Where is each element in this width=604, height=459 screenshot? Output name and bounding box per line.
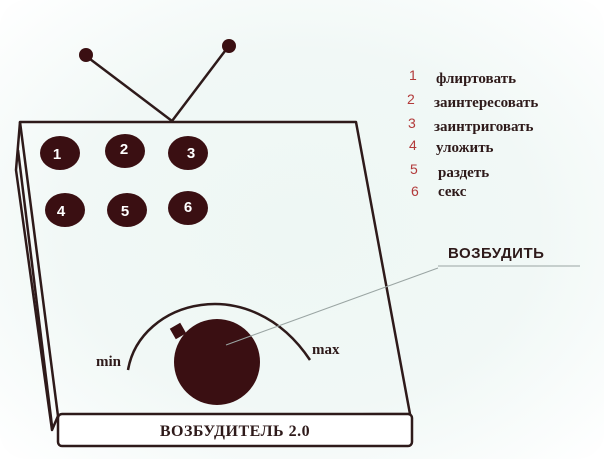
antenna-right bbox=[171, 46, 229, 122]
button-3[interactable]: 3 bbox=[168, 136, 208, 170]
menu-item-1-num: 1 bbox=[409, 67, 417, 83]
button-2-label: 2 bbox=[120, 141, 128, 158]
button-3-label: 3 bbox=[187, 145, 195, 162]
menu-item-3-num: 3 bbox=[408, 115, 416, 131]
menu-item-4-num: 4 bbox=[409, 137, 417, 153]
dial-min-label: min bbox=[96, 354, 122, 370]
button-5[interactable]: 5 bbox=[107, 193, 147, 227]
menu-item-1-label: флиртовать bbox=[436, 71, 516, 87]
button-5-label: 5 bbox=[121, 203, 129, 220]
menu-legend: 1 флиртовать 2 заинтересовать 3 заинтриг… bbox=[407, 67, 538, 200]
arousal-knob[interactable] bbox=[169, 319, 260, 405]
box-left-edge bbox=[16, 149, 54, 427]
dial-scale-arc bbox=[126, 302, 312, 371]
button-1[interactable]: 1 bbox=[40, 136, 80, 170]
menu-item-5-label: раздеть bbox=[438, 165, 489, 181]
antenna-left-tip bbox=[79, 48, 93, 62]
dial-max-label: max bbox=[312, 342, 340, 358]
menu-item-2-num: 2 bbox=[407, 91, 415, 107]
menu-item-6-num: 6 bbox=[411, 183, 419, 199]
callout-label: ВОЗБУДИТЬ bbox=[448, 245, 544, 262]
knob-pointer bbox=[169, 322, 187, 340]
button-6[interactable]: 6 bbox=[168, 191, 208, 225]
menu-item-4-label: уложить bbox=[436, 140, 494, 156]
button-4[interactable]: 4 bbox=[45, 193, 85, 227]
button-4-label: 4 bbox=[57, 203, 66, 220]
antenna-group bbox=[85, 46, 229, 122]
antenna-right-tip bbox=[222, 39, 236, 53]
box-side bbox=[14, 121, 60, 432]
nameplate-frame bbox=[56, 412, 414, 448]
menu-item-6-label: секс bbox=[438, 184, 467, 200]
antenna-left bbox=[85, 55, 173, 122]
button-2[interactable]: 2 bbox=[105, 134, 145, 168]
button-1-label: 1 bbox=[53, 146, 61, 163]
menu-item-5-num: 5 bbox=[410, 161, 418, 177]
button-6-label: 6 bbox=[184, 199, 192, 216]
nameplate-text: ВОЗБУДИТЕЛЬ 2.0 bbox=[160, 423, 310, 440]
callout-leader bbox=[225, 267, 439, 346]
menu-item-3-label: заинтриговать bbox=[434, 119, 533, 135]
menu-item-2-label: заинтересовать bbox=[434, 95, 538, 111]
